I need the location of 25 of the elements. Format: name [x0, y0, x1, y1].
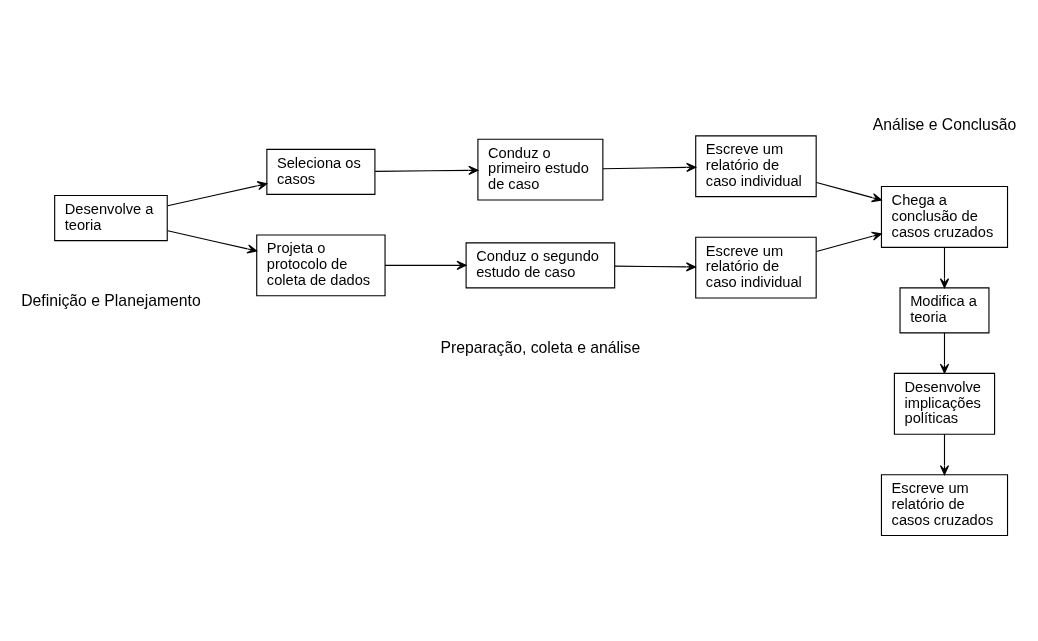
arrow — [939, 332, 950, 374]
arrow — [167, 230, 258, 254]
arrow — [602, 162, 697, 172]
label: Preparação, coleta e análise — [440, 338, 641, 356]
arrow — [939, 246, 950, 289]
arrow — [614, 262, 696, 272]
arrow — [167, 181, 268, 207]
node-box: Desenvolve a teoria — [54, 195, 168, 242]
arrow — [384, 260, 467, 270]
arrow — [815, 181, 882, 203]
node-box: Desenvolve implicações políticas — [893, 372, 996, 435]
node-box: Modifica a teoria — [899, 287, 990, 334]
node-box: Escreve um relatório de caso individual — [695, 236, 817, 299]
node-box: Projeta o protocolo de coleta de dados — [256, 234, 386, 297]
arrow — [939, 433, 950, 476]
arrow — [374, 165, 479, 175]
node-box: Conduz o segundo estudo de caso — [465, 242, 616, 289]
label: Definição e Planejamento — [21, 291, 201, 309]
node-box: Escreve um relatório de casos cruzados — [880, 474, 1009, 537]
label: Análise e Conclusão — [872, 115, 1017, 133]
arrow — [815, 231, 882, 252]
node-box: Conduz o primeiro estudo de caso — [477, 138, 604, 201]
node-box: Chega a conclusão de casos cruzados — [880, 186, 1009, 248]
node-box: Escreve um relatório de caso individual — [695, 135, 817, 198]
node-box: Seleciona os casos — [266, 148, 376, 195]
